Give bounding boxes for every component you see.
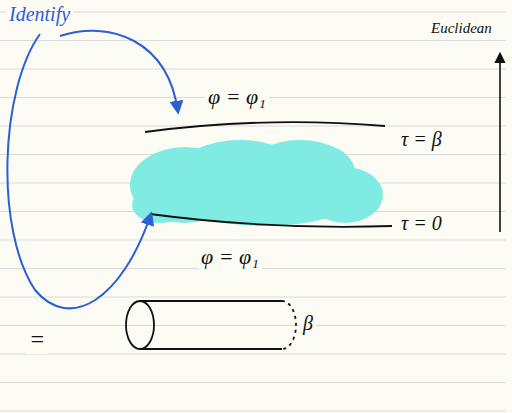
ruling-line: [0, 382, 506, 383]
ruling-line: [0, 411, 506, 412]
identify-note: Identify: [6, 3, 73, 26]
paper-ruling: [0, 12, 506, 411]
ruling-line: [0, 69, 506, 70]
boundary-condition: φ = φ₁: [198, 244, 262, 269]
boundary-bottom: [150, 214, 392, 227]
axis-label: Euclidean: [428, 20, 495, 37]
time-label: τ = β: [398, 128, 445, 151]
time-label: τ = 0: [398, 212, 445, 235]
ruling-line: [0, 126, 506, 127]
boundary-condition: φ = φ₁: [205, 84, 269, 109]
ruling-line: [0, 240, 506, 241]
identify-arrow: [60, 31, 178, 112]
period-label: β: [300, 312, 316, 335]
ruling-line: [0, 325, 506, 326]
identify-arrow: [7, 34, 151, 308]
ruling-line: [0, 354, 506, 355]
ruling-line: [0, 12, 506, 13]
cylinder: [126, 301, 296, 349]
boundary-top: [145, 122, 385, 132]
ruling-line: [0, 297, 506, 298]
field-cloud: [130, 140, 383, 226]
equals-sign: =: [26, 326, 48, 354]
ruling-line: [0, 40, 506, 41]
time-arrow: [499, 54, 501, 232]
